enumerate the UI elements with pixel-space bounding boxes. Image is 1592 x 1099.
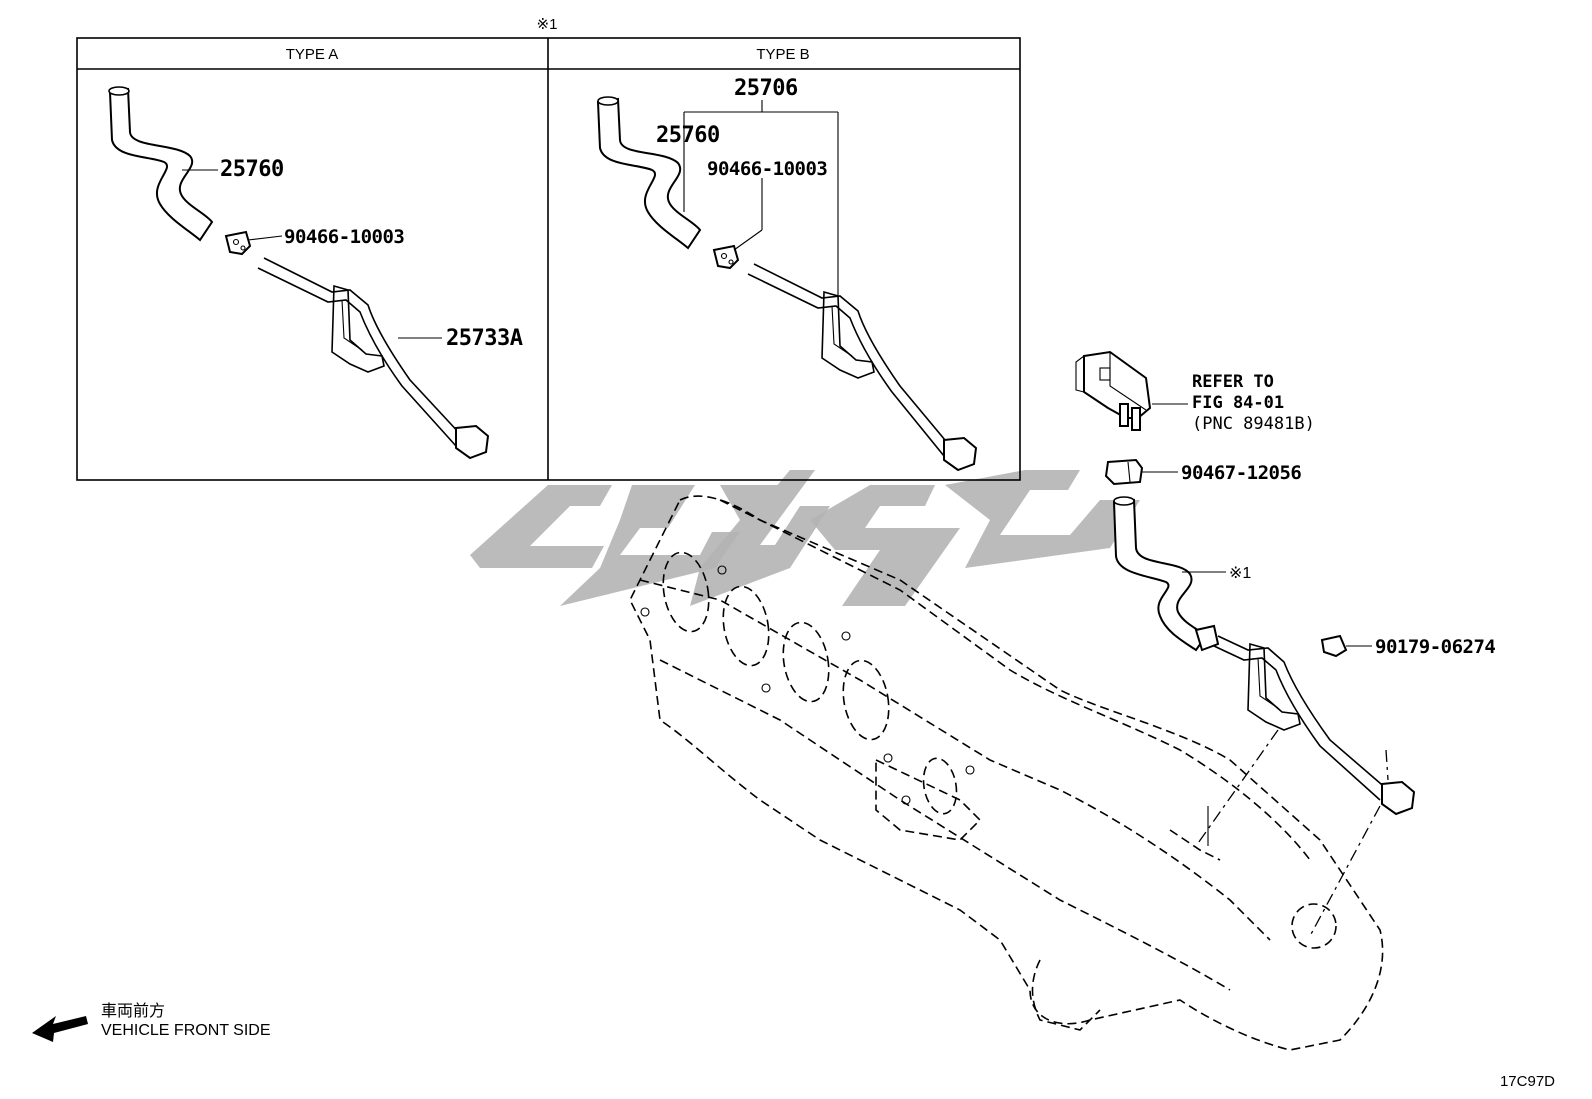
part-number-a-clip: 90466-10003 — [284, 226, 404, 248]
install-line-3 — [1385, 749, 1389, 781]
type-comparison-box — [76, 37, 1021, 481]
panel-title-type-a: TYPE A — [286, 46, 339, 63]
direction-label-jp: 車両前方 — [101, 1002, 165, 1020]
part-number-a-hose: 25760 — [220, 157, 284, 182]
intake-manifold-outline — [629, 495, 1384, 1051]
part-number-b-clip: 90466-10003 — [707, 158, 827, 180]
type-b-hose-drawing — [596, 96, 702, 250]
part-number-a-pipe: 25733A — [446, 326, 523, 351]
type-b-clip-drawing — [712, 244, 740, 270]
leader-a-clip — [247, 235, 283, 241]
direction-label-en: VEHICLE FRONT SIDE — [101, 1022, 271, 1039]
main-hose-drawing — [1112, 496, 1220, 652]
main-hose-note: ※1 — [1229, 565, 1251, 582]
watermark-logo — [470, 470, 1140, 606]
reference-line-1: REFER TO — [1192, 372, 1274, 392]
part-number-b-assembly: 25706 — [734, 76, 798, 101]
reference-line-3: (PNC 89481B) — [1192, 414, 1315, 434]
main-pipe-drawing — [1213, 635, 1416, 816]
type-b-assembly-bracket — [683, 100, 839, 296]
figure-code: 17C97D — [1500, 1073, 1555, 1090]
part-number-small-clip: 90179-06274 — [1375, 636, 1495, 658]
clamp-drawing — [1104, 458, 1144, 486]
small-clip-drawing — [1320, 634, 1348, 658]
part-number-b-hose: 25760 — [656, 123, 720, 148]
panel-title-type-b: TYPE B — [756, 46, 809, 63]
install-line-2 — [1309, 805, 1381, 937]
solenoid-valve-drawing — [1075, 350, 1152, 431]
type-a-pipe-drawing — [257, 257, 490, 460]
install-line-1 — [1195, 729, 1279, 847]
box-marker-note: ※1 — [537, 16, 558, 33]
type-b-pipe-drawing — [747, 263, 978, 472]
reference-line-2: FIG 84-01 — [1192, 393, 1284, 413]
leader-b-clip-tip — [733, 229, 763, 251]
part-number-clamp: 90467-12056 — [1181, 462, 1301, 484]
type-a-clip-drawing — [224, 230, 252, 256]
type-a-hose-drawing — [108, 86, 214, 242]
vehicle-front-arrow-icon — [32, 1016, 88, 1042]
